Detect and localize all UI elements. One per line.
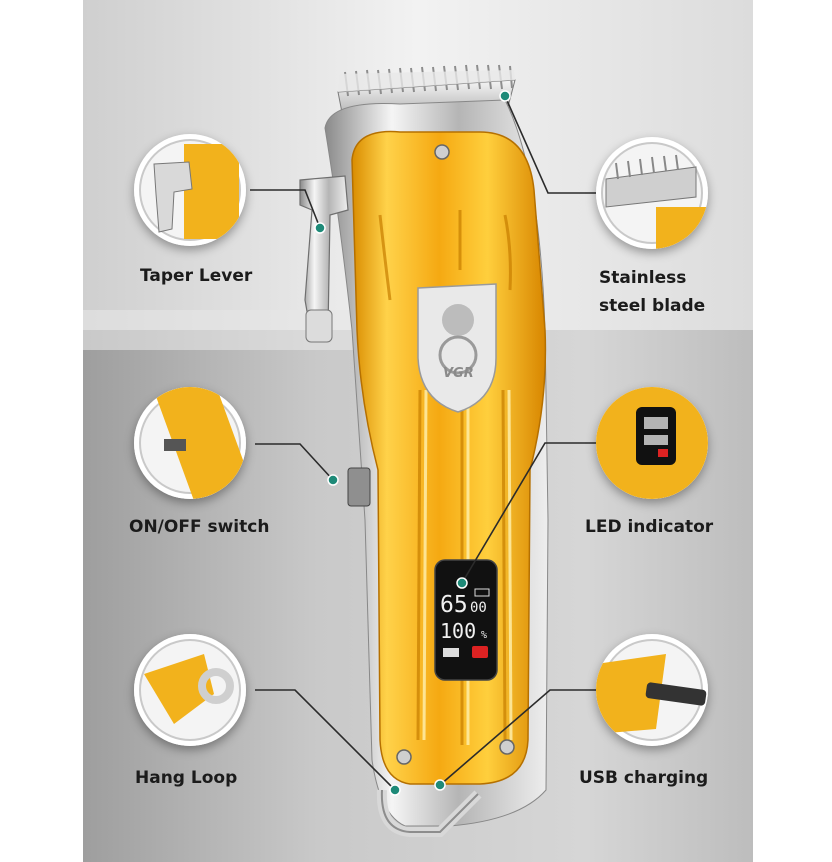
taper-lever-label: Taper Lever — [140, 266, 253, 286]
switch-label: ON/OFF switch — [129, 517, 270, 537]
svg-text:%: % — [481, 630, 487, 641]
usb-detail-image — [596, 634, 708, 746]
hang-loop-detail-image — [134, 634, 246, 746]
blade-label-line1: Stainless — [599, 268, 687, 288]
callout-dots — [314, 90, 511, 796]
led-detail-image — [596, 387, 708, 499]
led-label: LED indicator — [585, 517, 714, 537]
leader-lines — [250, 95, 598, 791]
battery-readout: 100 — [440, 619, 476, 643]
switch-detail-image — [134, 387, 246, 499]
hang-loop-label: Hang Loop — [135, 768, 238, 788]
rpm-readout: 65 — [440, 592, 468, 618]
taper-lever-detail-image — [134, 134, 246, 246]
usb-label: USB charging — [579, 768, 709, 788]
blade-detail-image — [596, 137, 708, 249]
brand-mark: VGR — [443, 366, 474, 381]
blade-label-line2: steel blade — [599, 296, 706, 316]
svg-text:00: 00 — [470, 600, 487, 616]
